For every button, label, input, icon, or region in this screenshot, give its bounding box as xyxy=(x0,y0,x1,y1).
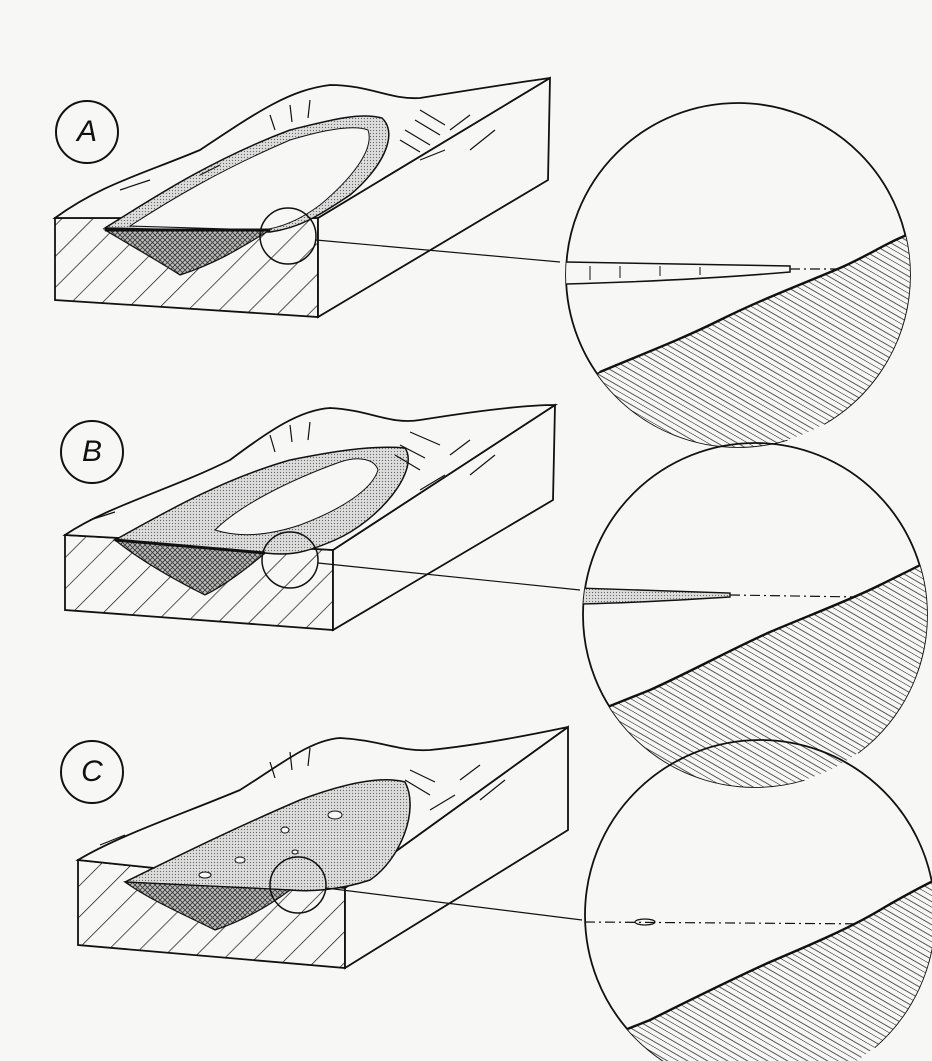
panel-c-block xyxy=(78,727,582,968)
panel-b-block xyxy=(65,405,580,630)
panel-b-detail xyxy=(578,443,930,800)
panel-c-label: C xyxy=(60,740,124,804)
panel-a-detail xyxy=(560,103,920,460)
panel-c-detail xyxy=(585,740,932,1061)
panel-b-label: B xyxy=(60,420,124,484)
panel-a-label: A xyxy=(55,100,119,164)
panel-a-block xyxy=(55,78,560,317)
